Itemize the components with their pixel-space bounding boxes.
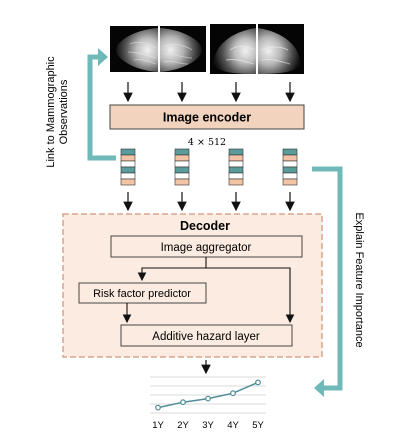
teal-arrowhead — [98, 48, 108, 66]
additive-hazard-layer-box — [120, 324, 293, 347]
feature-vector — [228, 148, 244, 186]
additive-hazard-layer-label: Additive hazard layer — [152, 331, 260, 343]
chart-data-point — [230, 390, 236, 397]
breast-texture — [225, 45, 255, 65]
link-to-observations-label: Link to Mammographic Observations — [45, 56, 70, 168]
feature-vector — [282, 148, 298, 186]
link-feedback-arrow — [87, 48, 116, 161]
breast-texture — [261, 46, 291, 65]
feature-vector — [120, 148, 136, 186]
chart-x-tick-label: 1Y — [152, 420, 164, 431]
teal-arrowhead — [314, 379, 324, 397]
chart-data-point — [255, 379, 261, 386]
vector-to-decoder-arrows — [123, 192, 295, 212]
breast-texture — [127, 41, 157, 65]
risk-curve-chart: 1Y 2Y 3Y 4Y 5Y — [150, 376, 266, 431]
mammogram-row — [110, 24, 304, 74]
arrow-to-risk-predictor — [137, 257, 207, 282]
chart-x-tick-label: 5Y — [252, 420, 264, 431]
image-encoder-block: Image encoder — [109, 104, 305, 130]
chart-x-tick-label: 2Y — [177, 420, 189, 431]
decoder-internal-arrows — [122, 257, 295, 324]
breast-shape — [213, 28, 256, 74]
breast-shape — [258, 28, 301, 74]
explain-feature-importance-label: Explain Feature Importance — [353, 212, 365, 347]
image-encoder-label: Image encoder — [163, 111, 251, 125]
image-to-encoder-arrows — [123, 82, 295, 103]
feature-vector — [174, 148, 190, 186]
arrow-to-hazard-layer-right — [206, 267, 295, 324]
feature-vectors — [120, 148, 298, 186]
explain-importance-arrow — [312, 166, 343, 397]
decoder-block: Decoder Image aggregator Risk factor pre… — [62, 213, 323, 358]
risk-factor-predictor-label: Risk factor predictor — [93, 288, 191, 300]
chart-data-point — [180, 399, 186, 406]
breast-shape — [160, 28, 202, 72]
chart-x-tick-label: 3Y — [202, 420, 214, 431]
risk-factor-predictor-box — [78, 282, 207, 304]
decoder-label: Decoder — [180, 219, 230, 233]
chart-data-point — [155, 404, 161, 411]
chart-data-point — [205, 395, 211, 402]
left-label-line1: Link to Mammographic — [45, 56, 57, 168]
left-label-line2: Observations — [58, 79, 70, 144]
chart-x-tick-label: 4Y — [227, 420, 239, 431]
breast-texture — [163, 43, 193, 65]
embedding-dimension-label: 4 × 512 — [188, 137, 226, 148]
right-label: Explain Feature Importance — [353, 212, 365, 347]
image-aggregator-label: Image aggregator — [161, 242, 252, 254]
